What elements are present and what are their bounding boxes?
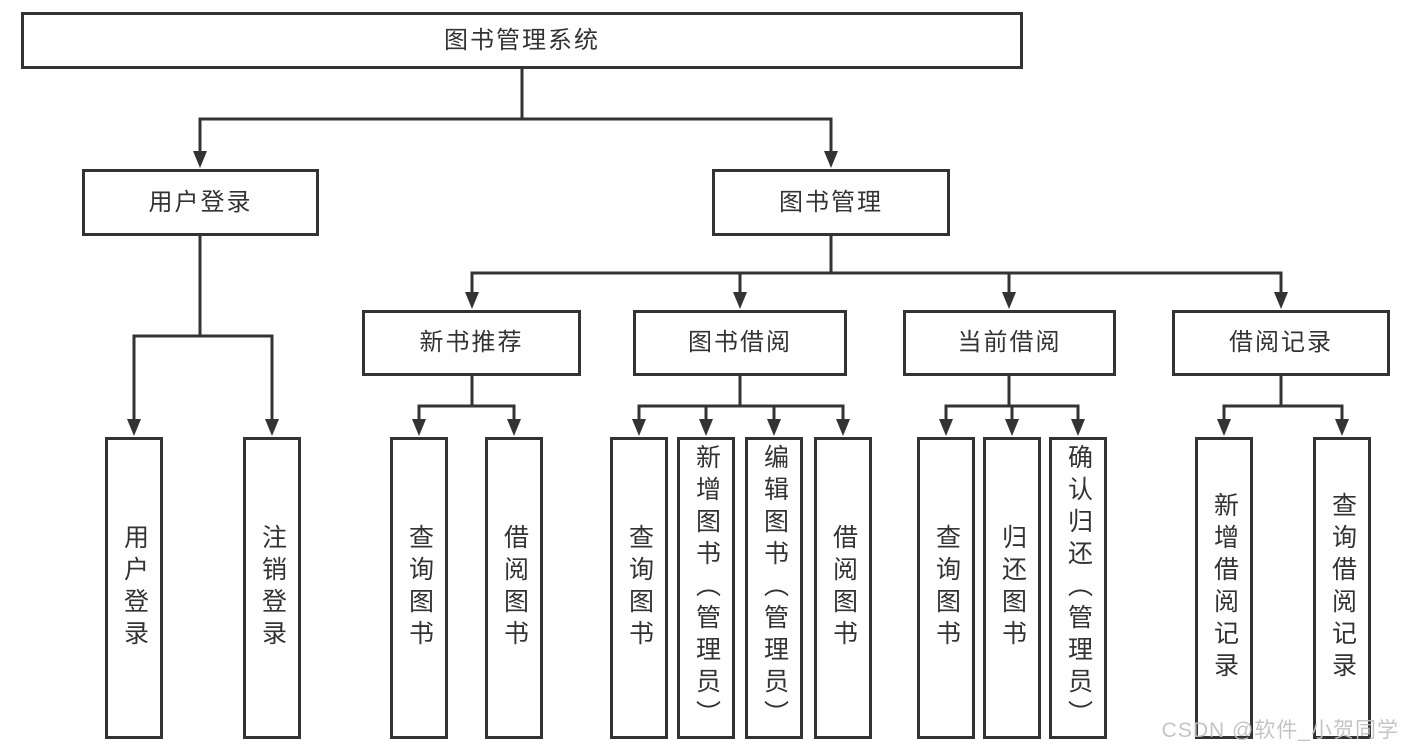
arrowhead-icon (507, 419, 521, 436)
leaf-return-book: 归还图书 (983, 437, 1041, 739)
node-new-book-recommend: 新书推荐 (362, 310, 581, 376)
arrowhead-icon (1335, 419, 1349, 436)
node-book-borrow: 图书借阅 (633, 310, 847, 376)
leaf-logout: 注销登录 (243, 437, 301, 739)
node-user-login: 用户登录 (82, 169, 319, 236)
leaf-add-borrow-record-label: 新增借阅记录 (1210, 492, 1239, 684)
connector-path (637, 376, 845, 422)
node-book-borrow-label: 图书借阅 (688, 329, 792, 356)
arrowhead-icon (265, 419, 279, 436)
arrowhead-icon (193, 151, 207, 168)
leaf-confirm-return-admin: 确认归还（管理员） (1049, 437, 1107, 739)
arrowhead-icon (1071, 419, 1085, 436)
node-new-book-recommend-label: 新书推荐 (419, 329, 524, 356)
leaf-add-book-admin-label: 新增图书（管理员） (692, 444, 721, 732)
leaf-query-books-current-label: 查询图书 (932, 524, 961, 652)
leaf-user-login: 用户登录 (105, 437, 163, 739)
arrowhead-icon (1274, 292, 1288, 309)
arrowhead-icon (767, 419, 781, 436)
leaf-edit-book-admin: 编辑图书（管理员） (745, 437, 803, 739)
node-user-login-label: 用户登录 (148, 188, 253, 216)
leaf-query-borrow-record: 查询借阅记录 (1313, 437, 1371, 739)
arrowhead-icon (836, 419, 850, 436)
connector-path (470, 236, 1283, 295)
arrowhead-icon (127, 419, 141, 436)
node-book-management-label: 图书管理 (779, 188, 883, 216)
leaf-borrow-books-borrow: 借阅图书 (814, 437, 872, 739)
leaf-borrow-books-recommend-label: 借阅图书 (500, 524, 529, 652)
leaf-add-borrow-record: 新增借阅记录 (1195, 437, 1253, 739)
arrowhead-icon (699, 419, 713, 436)
leaf-query-books-borrow: 查询图书 (610, 437, 668, 739)
arrowhead-icon (1002, 292, 1016, 309)
leaf-query-books-recommend-label: 查询图书 (405, 524, 434, 652)
arrowhead-icon (824, 151, 838, 168)
leaf-query-books-current: 查询图书 (917, 437, 975, 739)
arrowhead-icon (1005, 419, 1019, 436)
node-borrow-records-label: 借阅记录 (1229, 329, 1333, 356)
arrowhead-icon (733, 292, 747, 309)
arrowhead-icon (632, 419, 646, 436)
node-current-borrow: 当前借阅 (903, 310, 1116, 376)
arrowhead-icon (1217, 419, 1231, 436)
node-current-borrow-label: 当前借阅 (957, 329, 1062, 356)
leaf-borrow-books-borrow-label: 借阅图书 (829, 524, 858, 652)
leaf-user-login-label: 用户登录 (120, 524, 149, 652)
leaf-query-books-borrow-label: 查询图书 (625, 524, 654, 652)
leaf-borrow-books-recommend: 借阅图书 (485, 437, 543, 739)
node-root: 图书管理系统 (21, 12, 1023, 69)
connector-path (132, 236, 274, 422)
leaf-query-books-recommend: 查询图书 (390, 437, 448, 739)
arrowhead-icon (412, 419, 426, 436)
connector-path (198, 69, 833, 154)
node-root-label: 图书管理系统 (444, 26, 600, 54)
connector-path (944, 376, 1080, 422)
leaf-add-book-admin: 新增图书（管理员） (677, 437, 735, 739)
watermark: CSDN @软件_小贺同学 (1161, 719, 1399, 742)
arrowhead-icon (939, 419, 953, 436)
node-borrow-records: 借阅记录 (1172, 310, 1390, 376)
leaf-query-borrow-record-label: 查询借阅记录 (1328, 492, 1357, 684)
node-book-management: 图书管理 (712, 169, 950, 236)
connector-path (1222, 376, 1344, 422)
leaf-return-book-label: 归还图书 (998, 524, 1027, 652)
arrowhead-icon (465, 292, 479, 309)
leaf-edit-book-admin-label: 编辑图书（管理员） (760, 444, 789, 732)
connector-path (417, 376, 516, 422)
leaf-logout-label: 注销登录 (258, 524, 287, 652)
leaf-confirm-return-admin-label: 确认归还（管理员） (1064, 444, 1093, 732)
